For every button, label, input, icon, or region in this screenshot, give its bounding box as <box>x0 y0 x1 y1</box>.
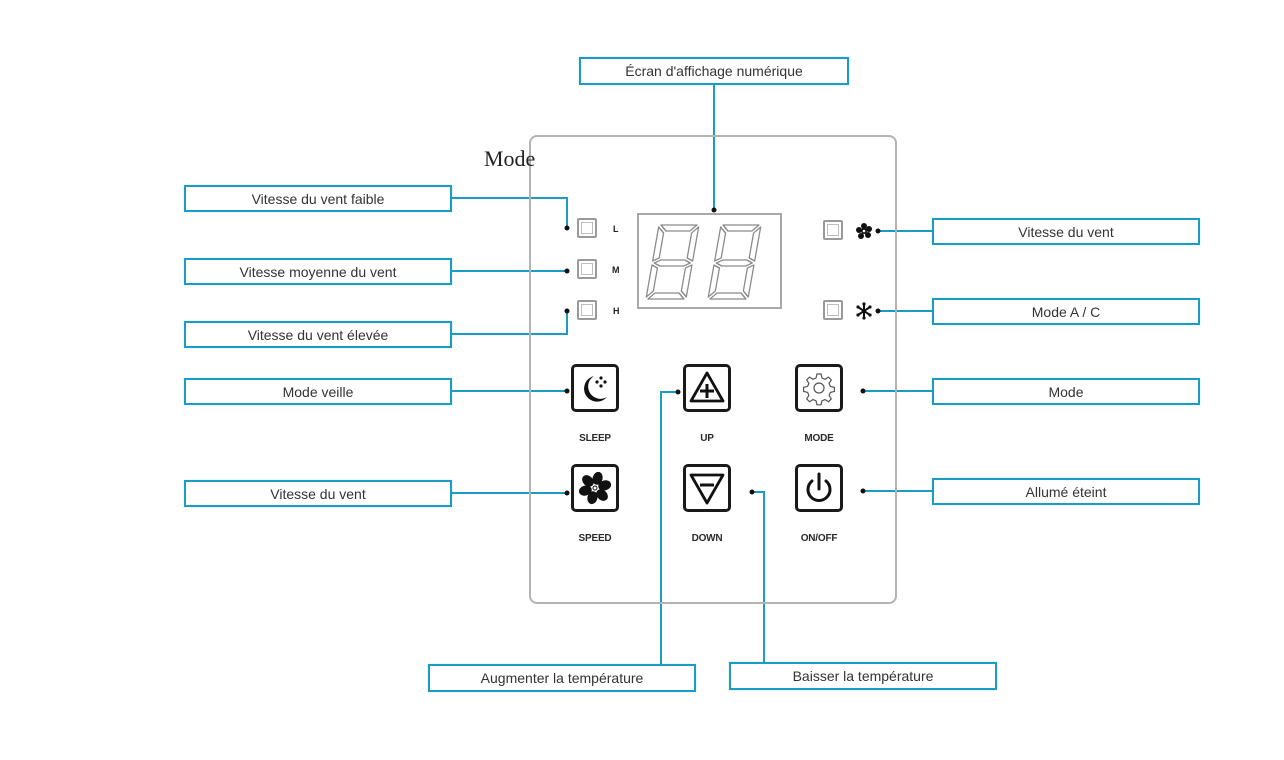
dot-down <box>749 489 755 495</box>
callout-onoff: Allumé éteint <box>932 478 1200 505</box>
sleep-label: SLEEP <box>579 433 611 444</box>
led-low <box>577 218 597 238</box>
led-low-letter: L <box>613 224 619 234</box>
callout-display: Écran d'affichage numérique <box>579 57 849 85</box>
callout-ac-indicator: Mode A / C <box>932 298 1200 325</box>
mode-button[interactable] <box>795 364 843 412</box>
power-icon <box>806 472 832 502</box>
callout-mode: Mode <box>932 378 1200 405</box>
up-label: UP <box>700 433 714 444</box>
control-panel <box>529 135 897 604</box>
dot-up <box>675 389 681 395</box>
connector-up <box>660 391 678 665</box>
fan-indicator-icon <box>856 223 872 239</box>
speed-label: SPEED <box>578 533 612 544</box>
up-button[interactable] <box>683 364 731 412</box>
dot-onoff <box>860 488 866 494</box>
led-medium-letter: M <box>612 265 620 275</box>
mode-label: MODE <box>804 433 834 444</box>
callout-low-speed: Vitesse du vent faible <box>184 185 452 212</box>
connector-high <box>451 311 568 335</box>
triangle-minus-icon <box>689 473 725 505</box>
connector-down <box>752 491 765 663</box>
down-button[interactable] <box>683 464 731 512</box>
callout-up: Augmenter la température <box>428 664 696 692</box>
triangle-plus-icon <box>689 371 725 403</box>
speed-button[interactable] <box>571 464 619 512</box>
dot-display <box>711 207 717 213</box>
seven-segment-digits <box>645 224 762 300</box>
callout-medium-speed: Vitesse moyenne du vent <box>184 258 452 285</box>
onoff-label: ON/OFF <box>800 533 838 544</box>
led-medium <box>577 259 597 279</box>
callout-sleep: Mode veille <box>184 378 452 405</box>
dot-high <box>564 308 570 314</box>
callout-down: Baisser la température <box>729 662 997 690</box>
callout-speed: Vitesse du vent <box>184 480 452 507</box>
led-high <box>577 300 597 320</box>
callout-fan-indicator: Vitesse du vent <box>932 218 1200 245</box>
dot-fan-indicator <box>875 228 881 234</box>
fan-icon <box>578 471 612 505</box>
snowflake-indicator-icon <box>856 302 872 320</box>
dot-low <box>564 225 570 231</box>
dot-sleep <box>564 388 570 394</box>
dot-speed <box>564 490 570 496</box>
connector-low <box>451 197 568 228</box>
panel-title: Mode <box>484 146 536 171</box>
dot-medium <box>564 268 570 274</box>
led-high-letter: H <box>613 306 620 316</box>
digit-2 <box>707 224 762 300</box>
callout-high-speed: Vitesse du vent élevée <box>184 321 452 348</box>
down-label: DOWN <box>691 533 723 544</box>
power-button[interactable] <box>795 464 843 512</box>
dot-ac-indicator <box>875 308 881 314</box>
dot-mode <box>860 388 866 394</box>
gear-icon <box>803 373 835 406</box>
led-fan <box>823 220 843 240</box>
digital-display <box>637 213 782 309</box>
sleep-button[interactable] <box>571 364 619 412</box>
moon-stars-icon <box>584 376 607 402</box>
led-ac <box>823 300 843 320</box>
digit-1 <box>645 224 700 300</box>
